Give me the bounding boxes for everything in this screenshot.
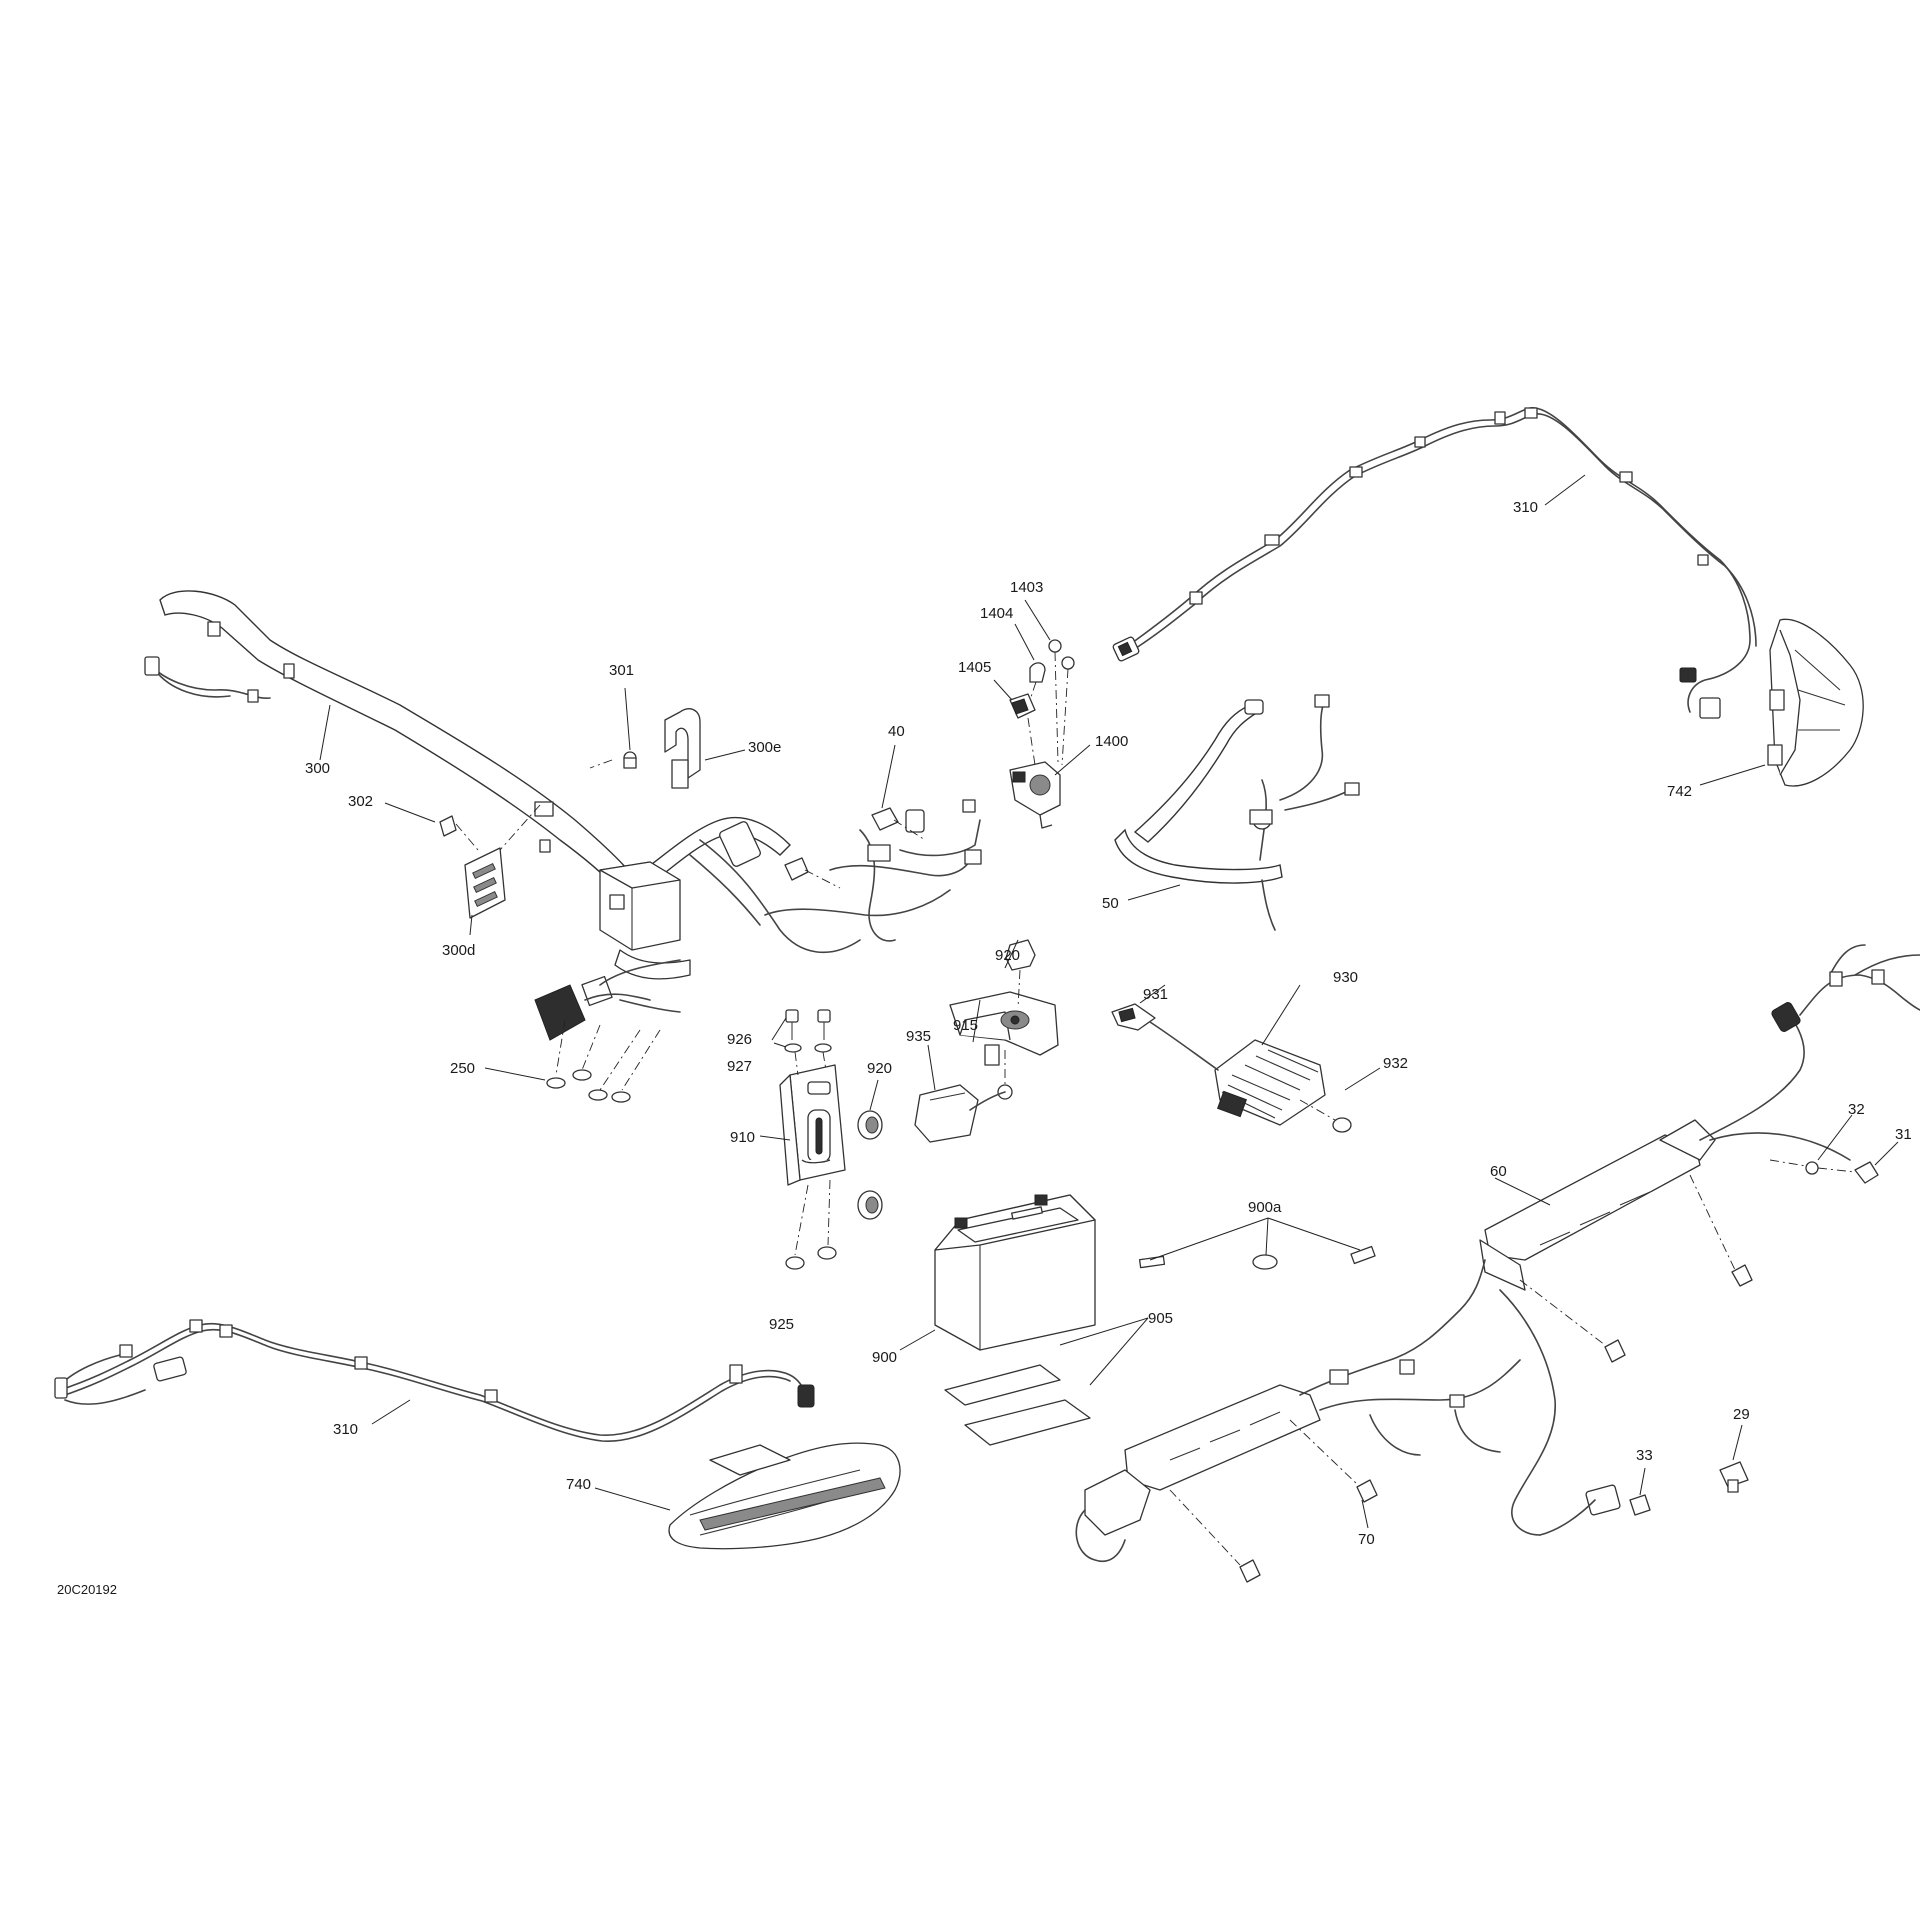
label-33: 33 bbox=[1636, 1447, 1653, 1464]
label-915: 915 bbox=[953, 1017, 978, 1034]
drawing-code: 20C20192 bbox=[57, 1582, 117, 1597]
label-905: 905 bbox=[1148, 1310, 1173, 1327]
bracket-300d bbox=[439, 804, 541, 919]
label-740: 740 bbox=[566, 1476, 591, 1493]
bracket-915 bbox=[949, 939, 1059, 1100]
lamp-742 bbox=[1767, 618, 1864, 787]
cover-935 bbox=[914, 1084, 1006, 1143]
label-302: 302 bbox=[348, 793, 373, 810]
label-930: 930 bbox=[1333, 969, 1358, 986]
label-300e: 300e bbox=[748, 739, 781, 756]
label-310-bottom: 310 bbox=[333, 1421, 358, 1438]
grommets-40 bbox=[784, 807, 926, 889]
label-60: 60 bbox=[1490, 1163, 1507, 1180]
screws-70 bbox=[1169, 1174, 1753, 1583]
fasteners-29-31-32-33 bbox=[1629, 1159, 1879, 1516]
label-70: 70 bbox=[1358, 1531, 1375, 1548]
harness-300 bbox=[144, 590, 982, 1041]
nuts-925 bbox=[785, 1179, 837, 1270]
callout-labels: 300 301 300e 302 300d 250 40 1403 1404 1… bbox=[57, 499, 1912, 1597]
clip-300e bbox=[589, 708, 701, 789]
label-935: 935 bbox=[906, 1028, 931, 1045]
label-910: 910 bbox=[730, 1129, 755, 1146]
label-926: 926 bbox=[727, 1031, 752, 1048]
bolts-926-927 bbox=[784, 1009, 832, 1076]
harness-310-bottom bbox=[54, 1319, 815, 1442]
label-310-top: 310 bbox=[1513, 499, 1538, 516]
label-1404: 1404 bbox=[980, 605, 1013, 622]
grommets-920 bbox=[857, 1110, 883, 1220]
bracket-910 bbox=[779, 1064, 846, 1186]
label-32: 32 bbox=[1848, 1101, 1865, 1118]
label-31: 31 bbox=[1895, 1126, 1912, 1143]
harness-60 bbox=[1075, 944, 1920, 1562]
battery-900 bbox=[934, 1194, 1096, 1351]
label-931: 931 bbox=[1143, 986, 1168, 1003]
label-300d: 300d bbox=[442, 942, 475, 959]
label-927: 927 bbox=[727, 1058, 752, 1075]
fasteners-250 bbox=[546, 1019, 661, 1103]
label-1400: 1400 bbox=[1095, 733, 1128, 750]
label-1405: 1405 bbox=[958, 659, 991, 676]
label-925: 925 bbox=[769, 1316, 794, 1333]
leader-lines bbox=[319, 474, 1899, 1529]
label-40: 40 bbox=[888, 723, 905, 740]
label-932: 932 bbox=[1383, 1055, 1408, 1072]
lamp-740 bbox=[668, 1442, 901, 1550]
hardware-900a bbox=[1138, 1245, 1376, 1270]
label-29: 29 bbox=[1733, 1406, 1750, 1423]
label-50: 50 bbox=[1102, 895, 1119, 912]
harness-310-top bbox=[1112, 407, 1757, 719]
harness-50 bbox=[1114, 694, 1360, 931]
label-742: 742 bbox=[1667, 783, 1692, 800]
label-301: 301 bbox=[609, 662, 634, 679]
switch-assembly-1400 bbox=[1009, 639, 1075, 829]
label-920-top: 920 bbox=[995, 947, 1020, 964]
label-900: 900 bbox=[872, 1349, 897, 1366]
label-300: 300 bbox=[305, 760, 330, 777]
pads-905 bbox=[944, 1364, 1091, 1446]
label-900a: 900a bbox=[1248, 1199, 1282, 1216]
regulator-930 bbox=[1111, 1003, 1352, 1133]
label-1403: 1403 bbox=[1010, 579, 1043, 596]
label-920-mid: 920 bbox=[867, 1060, 892, 1077]
label-250: 250 bbox=[450, 1060, 475, 1077]
